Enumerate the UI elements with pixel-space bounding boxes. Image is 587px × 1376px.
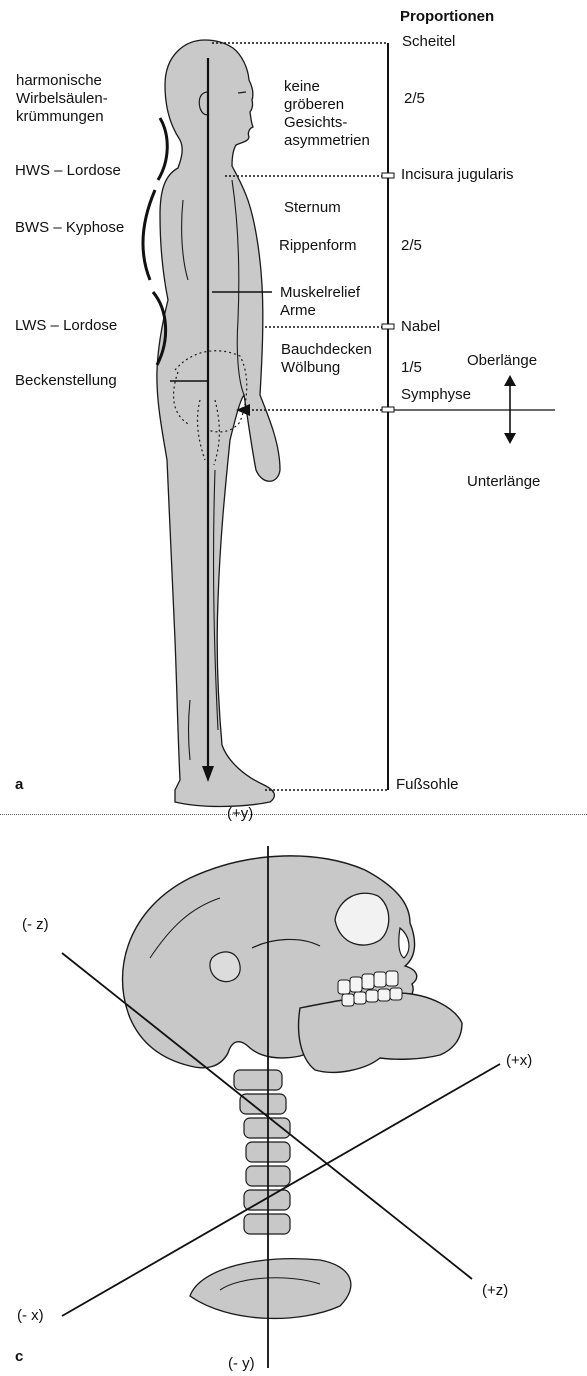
fusssohle-label: Fußsohle: [396, 776, 459, 794]
symphyse-label: Symphyse: [401, 386, 471, 404]
symphyse-marker: [382, 407, 394, 412]
nabel-label: Nabel: [401, 318, 440, 336]
minus-x-label: (- x): [17, 1307, 44, 1324]
panel-c-skull-axes-figure: (+y) (- y) (+x) (- x) (+z) (- z) c: [0, 808, 587, 1376]
hws-lordose-label: HWS – Lordose: [15, 162, 121, 180]
bauchdecken-label: Bauchdecken Wölbung: [281, 341, 372, 377]
panel-a-letter: a: [15, 776, 23, 793]
unterlaenge-arrowhead: [504, 433, 516, 444]
body-silhouette: [157, 40, 280, 807]
bws-curve-mark: [143, 190, 155, 280]
shoulder-ring: [190, 1259, 351, 1319]
panel-c-letter: c: [15, 1348, 23, 1365]
hws-curve-mark: [158, 118, 167, 180]
oberlaenge-arrowhead: [504, 375, 516, 386]
unterlaenge-label: Unterlänge: [467, 473, 540, 491]
minus-y-label: (- y): [228, 1355, 255, 1372]
plus-y-label: (+y): [227, 805, 253, 822]
plus-z-label: (+z): [482, 1282, 508, 1299]
skull-mandible: [299, 993, 462, 1072]
sternum-label: Sternum: [284, 199, 341, 217]
incisura-label: Incisura jugularis: [401, 166, 514, 184]
oberlaenge-label: Oberlänge: [467, 352, 537, 370]
skull-ear-region: [210, 952, 240, 982]
bws-kyphose-label: BWS – Kyphose: [15, 219, 124, 237]
muskelrelief-label: Muskelrelief Arme: [280, 284, 360, 320]
minus-z-label: (- z): [22, 916, 49, 933]
panel-a-proportions-figure: Proportionen Scheitel Incisura jugularis…: [0, 0, 587, 808]
plus-x-label: (+x): [506, 1052, 532, 1069]
curvatures-label: harmonische Wirbelsäulen- krümmungen: [16, 72, 108, 126]
rippenform-label: Rippenform: [279, 237, 357, 255]
nabel-marker: [382, 324, 394, 329]
ratio-trunk-label: 2/5: [401, 237, 422, 255]
ratio-head-label: 2/5: [404, 90, 425, 108]
lws-lordose-label: LWS – Lordose: [15, 317, 117, 335]
beckenstellung-label: Beckenstellung: [15, 372, 117, 390]
ratio-abdomen-label: 1/5: [401, 359, 422, 377]
incisura-marker: [382, 173, 394, 178]
cervical-spine: [234, 1070, 290, 1234]
face-symmetry-label: keine gröberen Gesichts- asymmetrien: [284, 78, 370, 150]
proportion-heading: Proportionen: [400, 8, 494, 26]
scheitel-label: Scheitel: [402, 33, 455, 51]
